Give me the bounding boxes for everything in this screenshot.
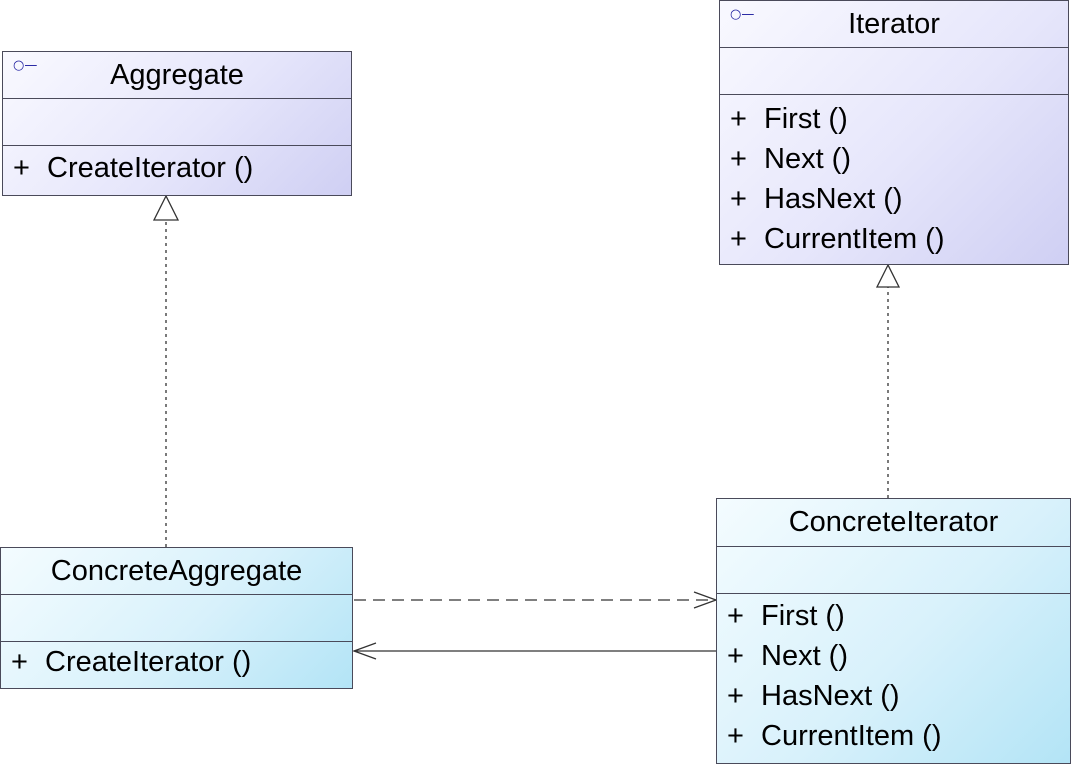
attributes-section <box>720 48 1068 95</box>
operation-list: + First () + Next () + HasNext () + CurrentI… <box>717 596 1070 756</box>
visibility-marker: + <box>727 720 744 752</box>
class-name: ConcreteIterator <box>788 506 999 538</box>
operation-signature: HasNext () <box>761 680 900 712</box>
operations-section: + First () + Next () + HasNext () + CurrentI… <box>720 95 1068 264</box>
class-concrete-aggregate[interactable]: ConcreteAggregate + CreateIterator () <box>0 547 353 689</box>
operation-list: + CreateIterator () <box>1 642 352 682</box>
operation: + First () <box>717 596 1070 636</box>
realization-arrowhead-aggregate <box>152 194 180 221</box>
operation: + First () <box>720 99 1068 139</box>
class-iterator[interactable]: ○— Iterator + First () + Next () + HasNext … <box>719 0 1069 265</box>
operation-signature: Next () <box>764 143 851 175</box>
operations-section: + CreateIterator () <box>3 146 351 195</box>
operation: + Next () <box>717 636 1070 676</box>
operation: + Next () <box>720 139 1068 179</box>
class-name: Iterator <box>848 7 940 40</box>
operation-list: + First () + Next () + HasNext () + CurrentI… <box>720 99 1068 259</box>
operation: + CurrentItem () <box>717 716 1070 756</box>
visibility-marker: + <box>730 103 747 135</box>
operation-signature: CreateIterator () <box>47 152 254 184</box>
operation-signature: First () <box>764 103 848 135</box>
operation-signature: First () <box>761 600 845 632</box>
class-name-section: ConcreteAggregate <box>1 548 352 595</box>
operation: + CurrentItem () <box>720 219 1068 259</box>
visibility-marker: + <box>13 152 30 184</box>
visibility-marker: + <box>730 143 747 175</box>
visibility-marker: + <box>730 183 747 215</box>
interface-icon: ○— <box>730 7 755 22</box>
operation-signature: CurrentItem () <box>764 223 945 255</box>
association-arrowhead <box>352 642 377 660</box>
operation-signature: CreateIterator () <box>45 646 252 678</box>
operation: + HasNext () <box>717 676 1070 716</box>
operations-section: + CreateIterator () <box>1 642 352 688</box>
class-name-section: ○— Iterator <box>720 1 1068 48</box>
operation: + CreateIterator () <box>1 642 352 682</box>
class-name: Aggregate <box>110 58 244 91</box>
operation-signature: Next () <box>761 640 848 672</box>
visibility-marker: + <box>727 640 744 672</box>
class-concrete-iterator[interactable]: ConcreteIterator + First () + Next () + Has… <box>716 498 1071 764</box>
class-name-section: ConcreteIterator <box>717 499 1070 547</box>
operation-signature: CurrentItem () <box>761 720 942 752</box>
operations-section: + First () + Next () + HasNext () + CurrentI… <box>717 594 1070 763</box>
attributes-section <box>3 99 351 146</box>
operation-signature: HasNext () <box>764 183 903 215</box>
attributes-section <box>1 595 352 642</box>
visibility-marker: + <box>11 646 28 678</box>
operation-list: + CreateIterator () <box>3 146 351 188</box>
attributes-section <box>717 547 1070 594</box>
class-name-section: ○— Aggregate <box>3 52 351 99</box>
realization-arrowhead-iterator <box>875 263 901 288</box>
visibility-marker: + <box>730 223 747 255</box>
visibility-marker: + <box>727 600 744 632</box>
class-name: ConcreteAggregate <box>50 554 303 587</box>
class-aggregate[interactable]: ○— Aggregate + CreateIterator () <box>2 51 352 196</box>
operation: + CreateIterator () <box>3 146 351 188</box>
operation: + HasNext () <box>720 179 1068 219</box>
visibility-marker: + <box>727 680 744 712</box>
interface-icon: ○— <box>13 58 38 73</box>
